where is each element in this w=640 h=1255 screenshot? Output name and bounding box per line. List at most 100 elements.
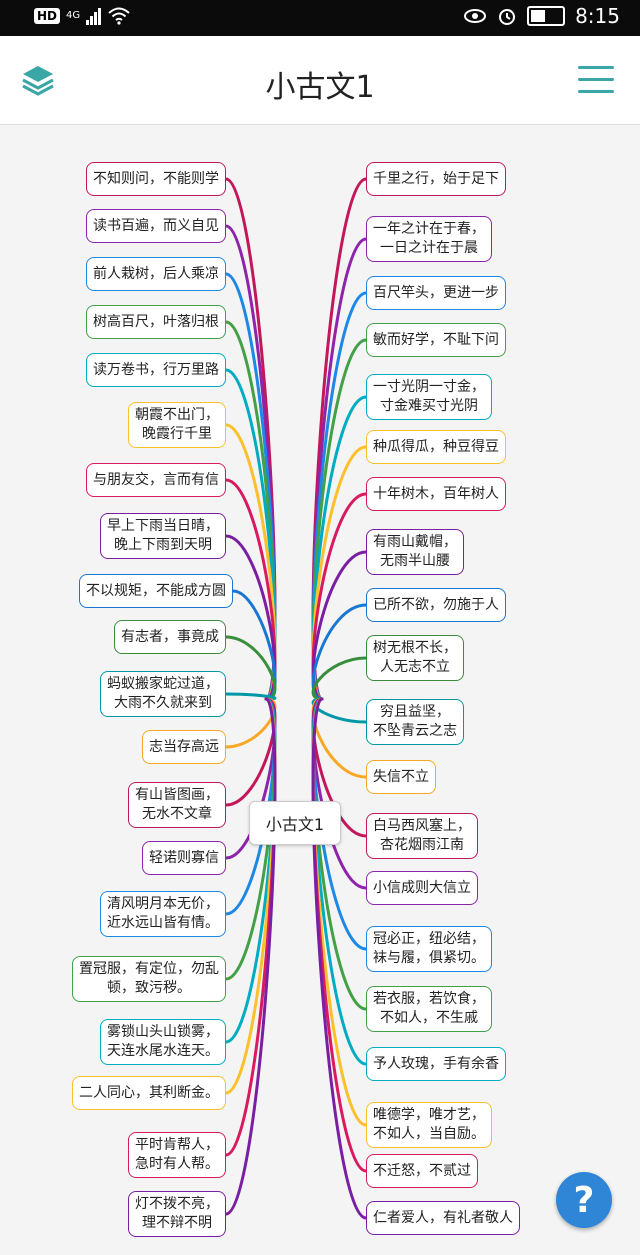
node-text: 与朋友交，言而有信 bbox=[93, 471, 219, 488]
node-text: 读书百遍，而义自见 bbox=[93, 217, 219, 234]
left-node[interactable]: 雾锁山头山锁雾，天连水尾水连天。 bbox=[100, 1019, 226, 1065]
menu-icon[interactable] bbox=[578, 66, 614, 94]
left-node[interactable]: 有志者，事竟成 bbox=[114, 620, 226, 654]
node-text: 顿，致污秽。 bbox=[107, 980, 191, 996]
left-node[interactable]: 前人栽树，后人乘凉 bbox=[86, 257, 226, 291]
node-text: 仁者爱人，有礼者敬人 bbox=[373, 1209, 513, 1226]
right-node[interactable]: 唯德学，唯才艺，不如人，当自励。 bbox=[366, 1102, 492, 1148]
node-text: 不如人，当自励。 bbox=[373, 1126, 485, 1142]
battery-icon bbox=[527, 6, 566, 26]
mindmap-canvas: 小古文1 不知则问，不能则学读书百遍，而义自见前人栽树，后人乘凉树高百尺，叶落归… bbox=[0, 124, 640, 1255]
left-node[interactable]: 不知则问，不能则学 bbox=[86, 162, 226, 196]
node-text: 白马西风塞上， bbox=[373, 818, 471, 834]
node-text: 百尺竿头，更进一步 bbox=[373, 284, 499, 301]
right-node[interactable]: 已所不欲，勿施于人 bbox=[366, 588, 506, 622]
right-node[interactable]: 不迁怒，不贰过 bbox=[366, 1154, 478, 1188]
help-button[interactable]: ? bbox=[556, 1172, 612, 1228]
left-node[interactable]: 与朋友交，言而有信 bbox=[86, 463, 226, 497]
right-node[interactable]: 穷且益坚， 不坠青云之志 bbox=[366, 699, 464, 745]
node-text: 穷且益坚， bbox=[380, 704, 450, 720]
mindmap-link bbox=[311, 603, 368, 701]
mindmap-link bbox=[231, 589, 277, 701]
mindmap-link bbox=[311, 656, 368, 701]
right-node[interactable]: 树无根不长， 人无志不立 bbox=[366, 635, 464, 681]
left-node[interactable]: 读书百遍，而义自见 bbox=[86, 209, 226, 243]
node-text: 有山皆图画， bbox=[135, 787, 219, 803]
right-node[interactable]: 失信不立 bbox=[366, 760, 436, 794]
node-text: 不以规矩，不能成方圆 bbox=[86, 582, 226, 599]
node-text: 人无志不立 bbox=[380, 659, 450, 675]
mindmap-link bbox=[311, 697, 368, 1220]
node-text: 平时肯帮人， bbox=[135, 1137, 219, 1153]
alarm-icon bbox=[499, 9, 516, 25]
left-node[interactable]: 不以规矩，不能成方圆 bbox=[79, 574, 233, 608]
left-node[interactable]: 轻诺则寡信 bbox=[142, 841, 226, 875]
node-text: 予人玫瑰，手有余香 bbox=[373, 1055, 499, 1072]
left-node[interactable]: 树高百尺，叶落归根 bbox=[86, 305, 226, 339]
layers-icon[interactable] bbox=[20, 62, 56, 98]
network-type: 4G bbox=[66, 9, 81, 21]
mindmap-link bbox=[224, 697, 277, 749]
mindmap-center-node[interactable]: 小古文1 bbox=[249, 801, 341, 845]
left-node[interactable]: 平时肯帮人， 急时有人帮。 bbox=[128, 1132, 226, 1178]
node-text: 清风明月本无价， bbox=[107, 896, 219, 912]
right-node[interactable]: 若衣服，若饮食，不如人，不生戚 bbox=[366, 986, 492, 1032]
right-node[interactable]: 仁者爱人，有礼者敬人 bbox=[366, 1201, 520, 1235]
right-node[interactable]: 千里之行，始于足下 bbox=[366, 162, 506, 196]
app-header: 小古文1 bbox=[0, 36, 640, 125]
left-node[interactable]: 读万卷书，行万里路 bbox=[86, 353, 226, 387]
right-node[interactable]: 一寸光阴一寸金，寸金难买寸光阴 bbox=[366, 374, 492, 420]
node-text: 不坠青云之志 bbox=[373, 723, 457, 739]
right-node[interactable]: 冠必正，纽必结， 袜与履，俱紧切。 bbox=[366, 926, 492, 972]
node-text: 近水远山皆有情。 bbox=[107, 915, 219, 931]
node-text: 十年树木，百年树人 bbox=[373, 485, 499, 502]
right-node[interactable]: 敏而好学，不耻下问 bbox=[366, 323, 506, 357]
right-node[interactable]: 一年之计在于春，一日之计在于晨 bbox=[366, 216, 492, 262]
left-node[interactable]: 早上下雨当日晴，晚上下雨到天明 bbox=[100, 513, 226, 559]
node-text: 晚霞行千里 bbox=[142, 426, 212, 442]
node-text: 树高百尺，叶落归根 bbox=[93, 313, 219, 330]
left-node[interactable]: 朝霞不出门， 晚霞行千里 bbox=[128, 402, 226, 448]
node-text: 不迁怒，不贰过 bbox=[373, 1162, 471, 1179]
node-text: 已所不欲，勿施于人 bbox=[373, 596, 499, 613]
clock: 8:15 bbox=[575, 4, 620, 28]
mindmap-link bbox=[311, 697, 368, 724]
node-text: 树无根不长， bbox=[373, 640, 457, 656]
status-right: 8:15 bbox=[463, 4, 620, 28]
left-node[interactable]: 清风明月本无价， 近水远山皆有情。 bbox=[100, 891, 226, 937]
hd-badge: HD bbox=[34, 7, 61, 24]
page-title: 小古文1 bbox=[265, 70, 375, 105]
node-text: 千里之行，始于足下 bbox=[373, 170, 499, 187]
node-text: 无雨半山腰 bbox=[380, 553, 450, 569]
right-node[interactable]: 百尺竿头，更进一步 bbox=[366, 276, 506, 310]
left-node[interactable]: 二人同心，其利断金。 bbox=[72, 1076, 226, 1110]
node-text: 置冠服，有定位，勿乱 bbox=[79, 961, 219, 977]
node-text: 敏而好学，不耻下问 bbox=[373, 331, 499, 348]
right-node[interactable]: 白马西风塞上，杏花烟雨江南 bbox=[366, 813, 478, 859]
node-text: 袜与履，俱紧切。 bbox=[373, 950, 485, 966]
right-node[interactable]: 小信成则大信立 bbox=[366, 871, 478, 905]
node-text: 急时有人帮。 bbox=[135, 1156, 219, 1172]
signal-icon bbox=[86, 6, 102, 25]
status-bar: HD 4G 8:15 bbox=[0, 0, 640, 36]
status-left: HD 4G bbox=[34, 6, 130, 25]
right-node[interactable]: 种瓜得瓜，种豆得豆 bbox=[366, 430, 506, 464]
node-text: 小信成则大信立 bbox=[373, 879, 471, 896]
left-node[interactable]: 有山皆图画，无水不文章 bbox=[128, 782, 226, 828]
left-node[interactable]: 置冠服，有定位，勿乱顿，致污秽。 bbox=[72, 956, 226, 1002]
node-text: 二人同心，其利断金。 bbox=[79, 1084, 219, 1101]
right-node[interactable]: 有雨山戴帽， 无雨半山腰 bbox=[366, 529, 464, 575]
node-text: 朝霞不出门， bbox=[135, 407, 219, 423]
left-node[interactable]: 灯不拨不亮，理不辩不明 bbox=[128, 1191, 226, 1237]
left-node[interactable]: 志当存高远 bbox=[142, 730, 226, 764]
right-node[interactable]: 十年树木，百年树人 bbox=[366, 477, 506, 511]
right-node[interactable]: 予人玫瑰，手有余香 bbox=[366, 1047, 506, 1081]
node-text: 有雨山戴帽， bbox=[373, 534, 457, 550]
left-node[interactable]: 蚂蚁搬家蛇过道，大雨不久就来到 bbox=[100, 671, 226, 717]
node-text: 冠必正，纽必结， bbox=[373, 931, 485, 947]
node-text: 蚂蚁搬家蛇过道， bbox=[107, 676, 219, 692]
mindmap-link bbox=[311, 697, 368, 1066]
node-text: 晚上下雨到天明 bbox=[114, 537, 212, 553]
node-text: 失信不立 bbox=[373, 768, 429, 785]
eye-icon bbox=[464, 9, 487, 23]
